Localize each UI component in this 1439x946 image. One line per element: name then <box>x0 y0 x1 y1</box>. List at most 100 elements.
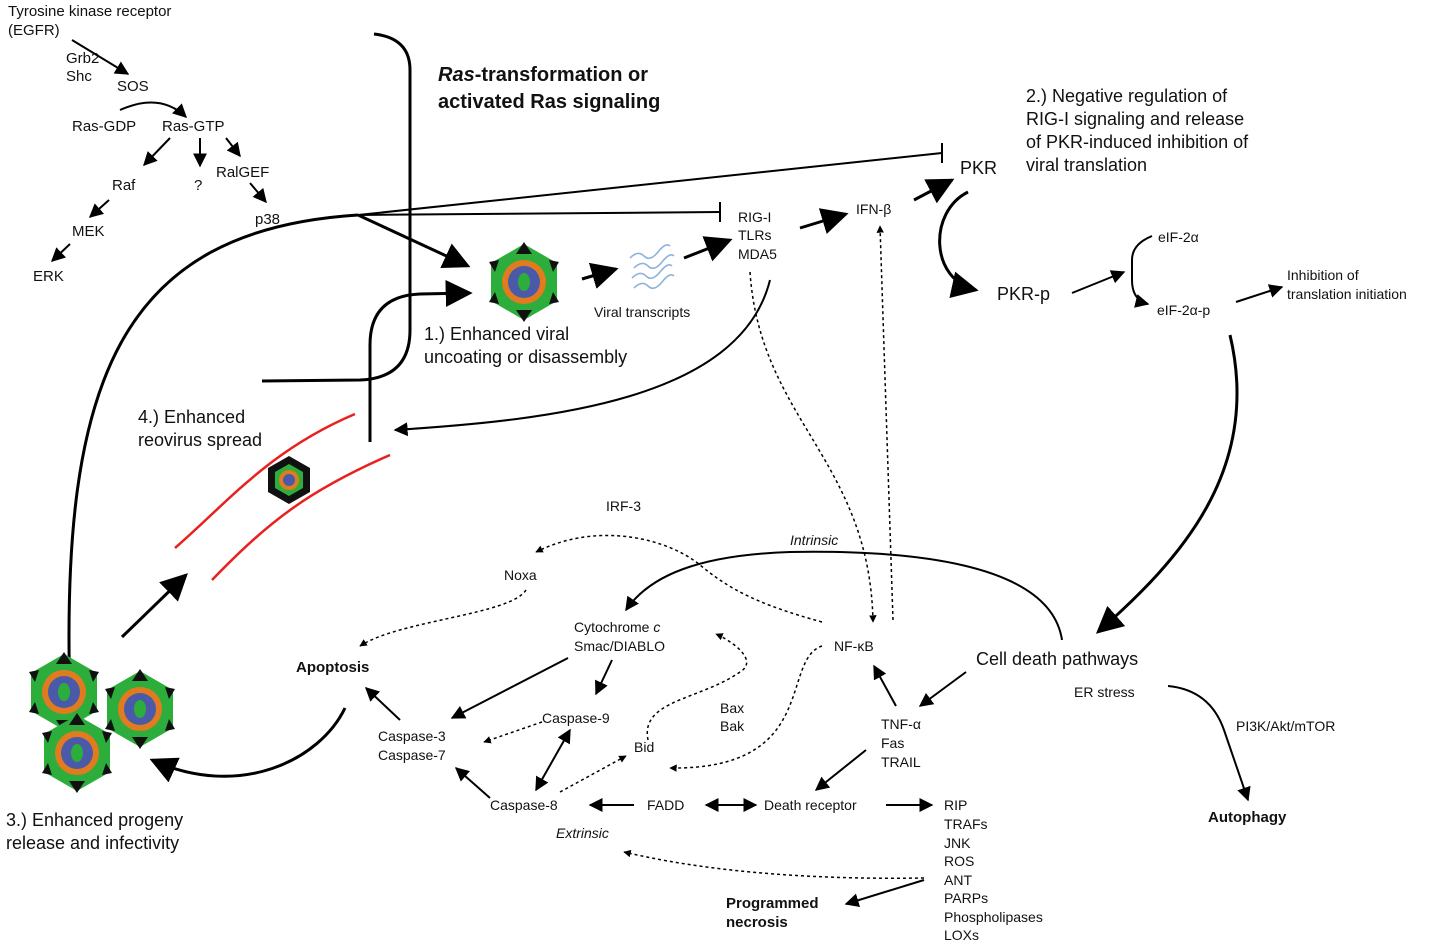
arrow-ras-progeny-release <box>55 213 359 701</box>
arrow-tnf-death-receptor <box>814 749 867 791</box>
ras-gdp-label: Ras-GDP <box>72 118 136 135</box>
programmed-necrosis-line1: Programmed <box>726 895 819 912</box>
arrow-rig-i-nfkb <box>749 271 877 623</box>
reovirus-virion-icon <box>489 242 559 322</box>
arrow-necrosis-extrinsic <box>623 849 925 879</box>
viral-transcripts-icon <box>629 244 675 290</box>
arrow-caspase9-caspase3 <box>483 721 543 744</box>
erk-label: ERK <box>33 268 64 285</box>
mek-label: MEK <box>72 223 105 240</box>
nfkb-label: NF-κB <box>834 638 874 654</box>
bax-label: Bax <box>720 700 744 716</box>
mda5-label: MDA5 <box>738 246 777 262</box>
bid-label: Bid <box>634 739 654 755</box>
arrow-mda5-spread <box>393 279 771 437</box>
ros-label: ROS <box>944 853 974 869</box>
arrow-bid-bax <box>646 633 748 741</box>
step2-line1: 2.) Negative regulation of <box>1026 86 1228 106</box>
arrow-eif2a-phospho <box>1131 235 1153 308</box>
ras-inhibition-lines <box>55 143 943 701</box>
arrow-eif-cell-death <box>1095 334 1239 634</box>
grb2-label: Grb2 <box>66 50 99 67</box>
caspase8-label: Caspase-8 <box>490 797 558 813</box>
unknown-effector-label: ? <box>194 177 202 194</box>
eif2a-p-label: eIF-2α-p <box>1157 302 1210 318</box>
fas-label: Fas <box>881 735 904 751</box>
arrow-progeny-spread <box>120 573 188 639</box>
progeny-virion-icon-1 <box>29 652 99 732</box>
arrow-cytochrome-caspase3 <box>450 657 569 719</box>
tlrs-label: TLRs <box>738 227 771 243</box>
arrow-virion-transcripts <box>581 262 619 289</box>
bak-label: Bak <box>720 718 745 734</box>
arrow-pkrp-eif <box>1071 270 1126 294</box>
step4-line2: reovirus spread <box>138 430 262 450</box>
arrow-cell-death-intrinsic <box>625 550 1063 641</box>
cytochrome-c-label: Cytochrome c <box>574 619 660 635</box>
raf-label: Raf <box>112 177 136 194</box>
translation-inhibition-line1: Inhibition of <box>1287 267 1359 283</box>
trafs-label: TRAFs <box>944 816 988 832</box>
apoptosis-label: Apoptosis <box>296 659 369 676</box>
loxs-label: LOXs <box>944 927 979 943</box>
inhibit-rig-i-line <box>357 211 721 216</box>
translation-inhibition-line2: translation initiation <box>1287 286 1407 302</box>
arrow-caspase3-apoptosis <box>364 687 401 721</box>
ant-label: ANT <box>944 872 972 888</box>
blood-vessel-icon <box>174 412 391 581</box>
ifn-beta-label: IFN-β <box>856 201 891 217</box>
pkr-p-label: PKR-p <box>997 284 1050 304</box>
arrow-noxa-apoptosis <box>359 589 527 647</box>
step2-line4: viral translation <box>1026 155 1147 175</box>
step1-line1: 1.) Enhanced viral <box>424 324 569 344</box>
rip-label: RIP <box>944 797 967 813</box>
arrow-nfkb-bid <box>669 645 823 772</box>
ras-title-line2: activated Ras signaling <box>438 91 660 113</box>
arrow-nfkb-noxa <box>535 534 823 623</box>
arrow-ralgef-p38 <box>249 182 267 204</box>
arrow-raf-mek <box>88 199 110 218</box>
step2-line2: RIG-I signaling and release <box>1026 109 1244 129</box>
ras-title-line1: Ras-transformation or <box>438 64 648 86</box>
sos-label: SOS <box>117 78 149 95</box>
extrinsic-label: Extrinsic <box>556 825 609 841</box>
progeny-virion-icon-2 <box>105 669 175 749</box>
pkr-label: PKR <box>960 158 997 178</box>
trail-label: TRAIL <box>881 754 921 770</box>
step2-line3: of PKR-induced inhibition of <box>1026 132 1249 152</box>
phospholipases-label: Phospholipases <box>944 909 1043 925</box>
arrow-cell-death-tnf <box>918 671 967 707</box>
er-stress-label: ER stress <box>1074 684 1135 700</box>
arrow-tnf-nfkb <box>873 664 897 707</box>
step3-line1: 3.) Enhanced progeny <box>6 810 183 830</box>
viral-transcripts-label: Viral transcripts <box>594 304 690 320</box>
arrow-pkr-phospho <box>938 190 979 298</box>
arrow-rig-i-ifn <box>799 208 849 234</box>
parps-label: PARPs <box>944 890 988 906</box>
arrow-rasgdp-rasgtp <box>119 101 188 118</box>
step3-line2: release and infectivity <box>6 833 179 853</box>
arrow-ifn-pkr <box>913 178 955 204</box>
caspase9-label: Caspase-9 <box>542 710 610 726</box>
arrow-nfkb-ifn <box>876 225 894 621</box>
arrow-cytochrome-caspase9 <box>595 659 613 696</box>
jnk-label: JNK <box>944 835 971 851</box>
arrow-rip-programmed-necrosis <box>844 879 925 907</box>
arrow-caspase8-caspase9 <box>535 728 571 792</box>
inhibit-pkr-line <box>357 152 943 216</box>
caspase3-label: Caspase-3 <box>378 728 446 744</box>
ras-bracket <box>261 32 412 383</box>
arrow-apoptosis-release <box>149 707 347 783</box>
arrow-rasgtp-raf <box>143 137 171 167</box>
arrow-ras-uncoating <box>357 213 471 269</box>
programmed-necrosis-line2: necrosis <box>726 914 788 931</box>
egfr-label-line1: Tyrosine kinase receptor <box>8 3 171 20</box>
ralgef-label: RalGEF <box>216 164 269 181</box>
arrow-er-stress-autophagy <box>1167 685 1251 802</box>
arrow-caspase8-caspase3 <box>454 767 491 799</box>
step4-line1: 4.) Enhanced <box>138 407 245 427</box>
caspase7-label: Caspase-7 <box>378 747 446 763</box>
ras-signaling-cascade: Tyrosine kinase receptor (EGFR) Grb2 Shc… <box>8 3 280 285</box>
smac-diablo-label: Smac/DIABLO <box>574 638 665 654</box>
